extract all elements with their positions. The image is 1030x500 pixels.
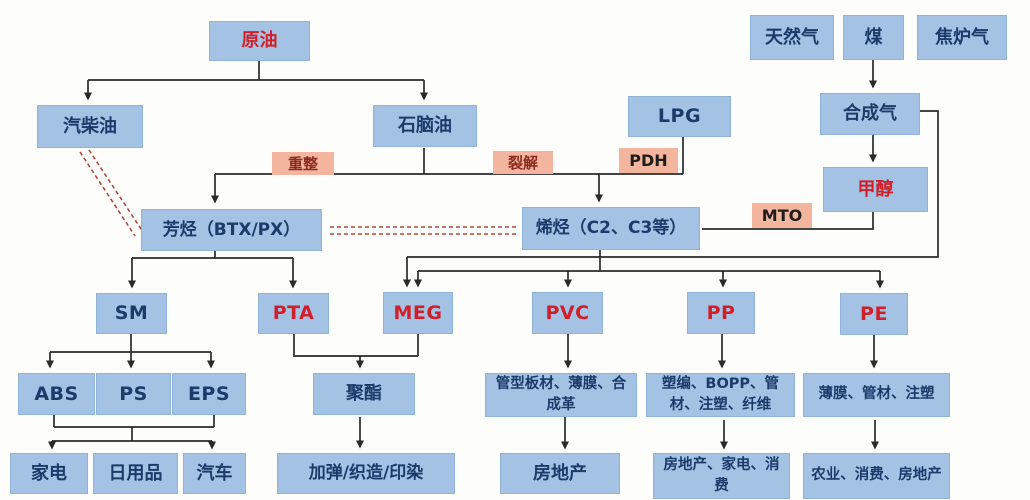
node-coke-oven-gas: 焦炉气 <box>917 15 1007 60</box>
node-sm: SM <box>96 293 167 334</box>
node-daily-goods: 日用品 <box>93 453 178 494</box>
node-automobile: 汽车 <box>183 453 246 494</box>
node-pp: PP <box>687 292 755 334</box>
node-meg: MEG <box>383 292 453 334</box>
node-coal: 煤 <box>843 15 904 60</box>
tag-pdh: PDH <box>619 148 678 173</box>
node-pe-products: 薄膜、管材、注塑 <box>803 373 950 417</box>
node-ps: PS <box>96 373 171 415</box>
tag-cracking: 裂解 <box>493 151 553 174</box>
node-gasoline-diesel: 汽柴油 <box>37 105 143 148</box>
node-lpg: LPG <box>628 96 731 137</box>
node-naphtha: 石脑油 <box>373 105 477 147</box>
node-pp-products: 塑编、BOPP、管材、注塑、纤维 <box>646 373 795 417</box>
node-syngas: 合成气 <box>820 93 920 135</box>
node-olefins: 烯烃（C2、C3等） <box>522 207 700 250</box>
node-eps: EPS <box>172 373 246 415</box>
node-pta: PTA <box>258 293 329 334</box>
node-aromatics: 芳烃（BTX/PX） <box>141 209 322 251</box>
node-pvc-products: 管型板材、薄膜、合成革 <box>485 373 637 417</box>
tag-reforming: 重整 <box>272 152 334 175</box>
node-real-estate: 房地产 <box>500 453 620 494</box>
tag-mto: MTO <box>752 203 812 228</box>
node-texturing-weaving-dyeing: 加弹/织造/印染 <box>277 453 455 494</box>
node-crude-oil: 原油 <box>209 21 310 61</box>
node-methanol: 甲醇 <box>823 167 928 212</box>
node-polyester: 聚酯 <box>313 373 415 415</box>
node-pvc: PVC <box>532 292 603 334</box>
node-home-appliance: 家电 <box>10 453 88 494</box>
node-natural-gas: 天然气 <box>750 15 834 60</box>
node-abs: ABS <box>18 373 95 415</box>
node-pe: PE <box>840 293 908 335</box>
node-pe-end-use: 农业、消费、房地产 <box>803 453 950 499</box>
node-pp-end-use: 房地产、家电、消费 <box>653 453 790 499</box>
